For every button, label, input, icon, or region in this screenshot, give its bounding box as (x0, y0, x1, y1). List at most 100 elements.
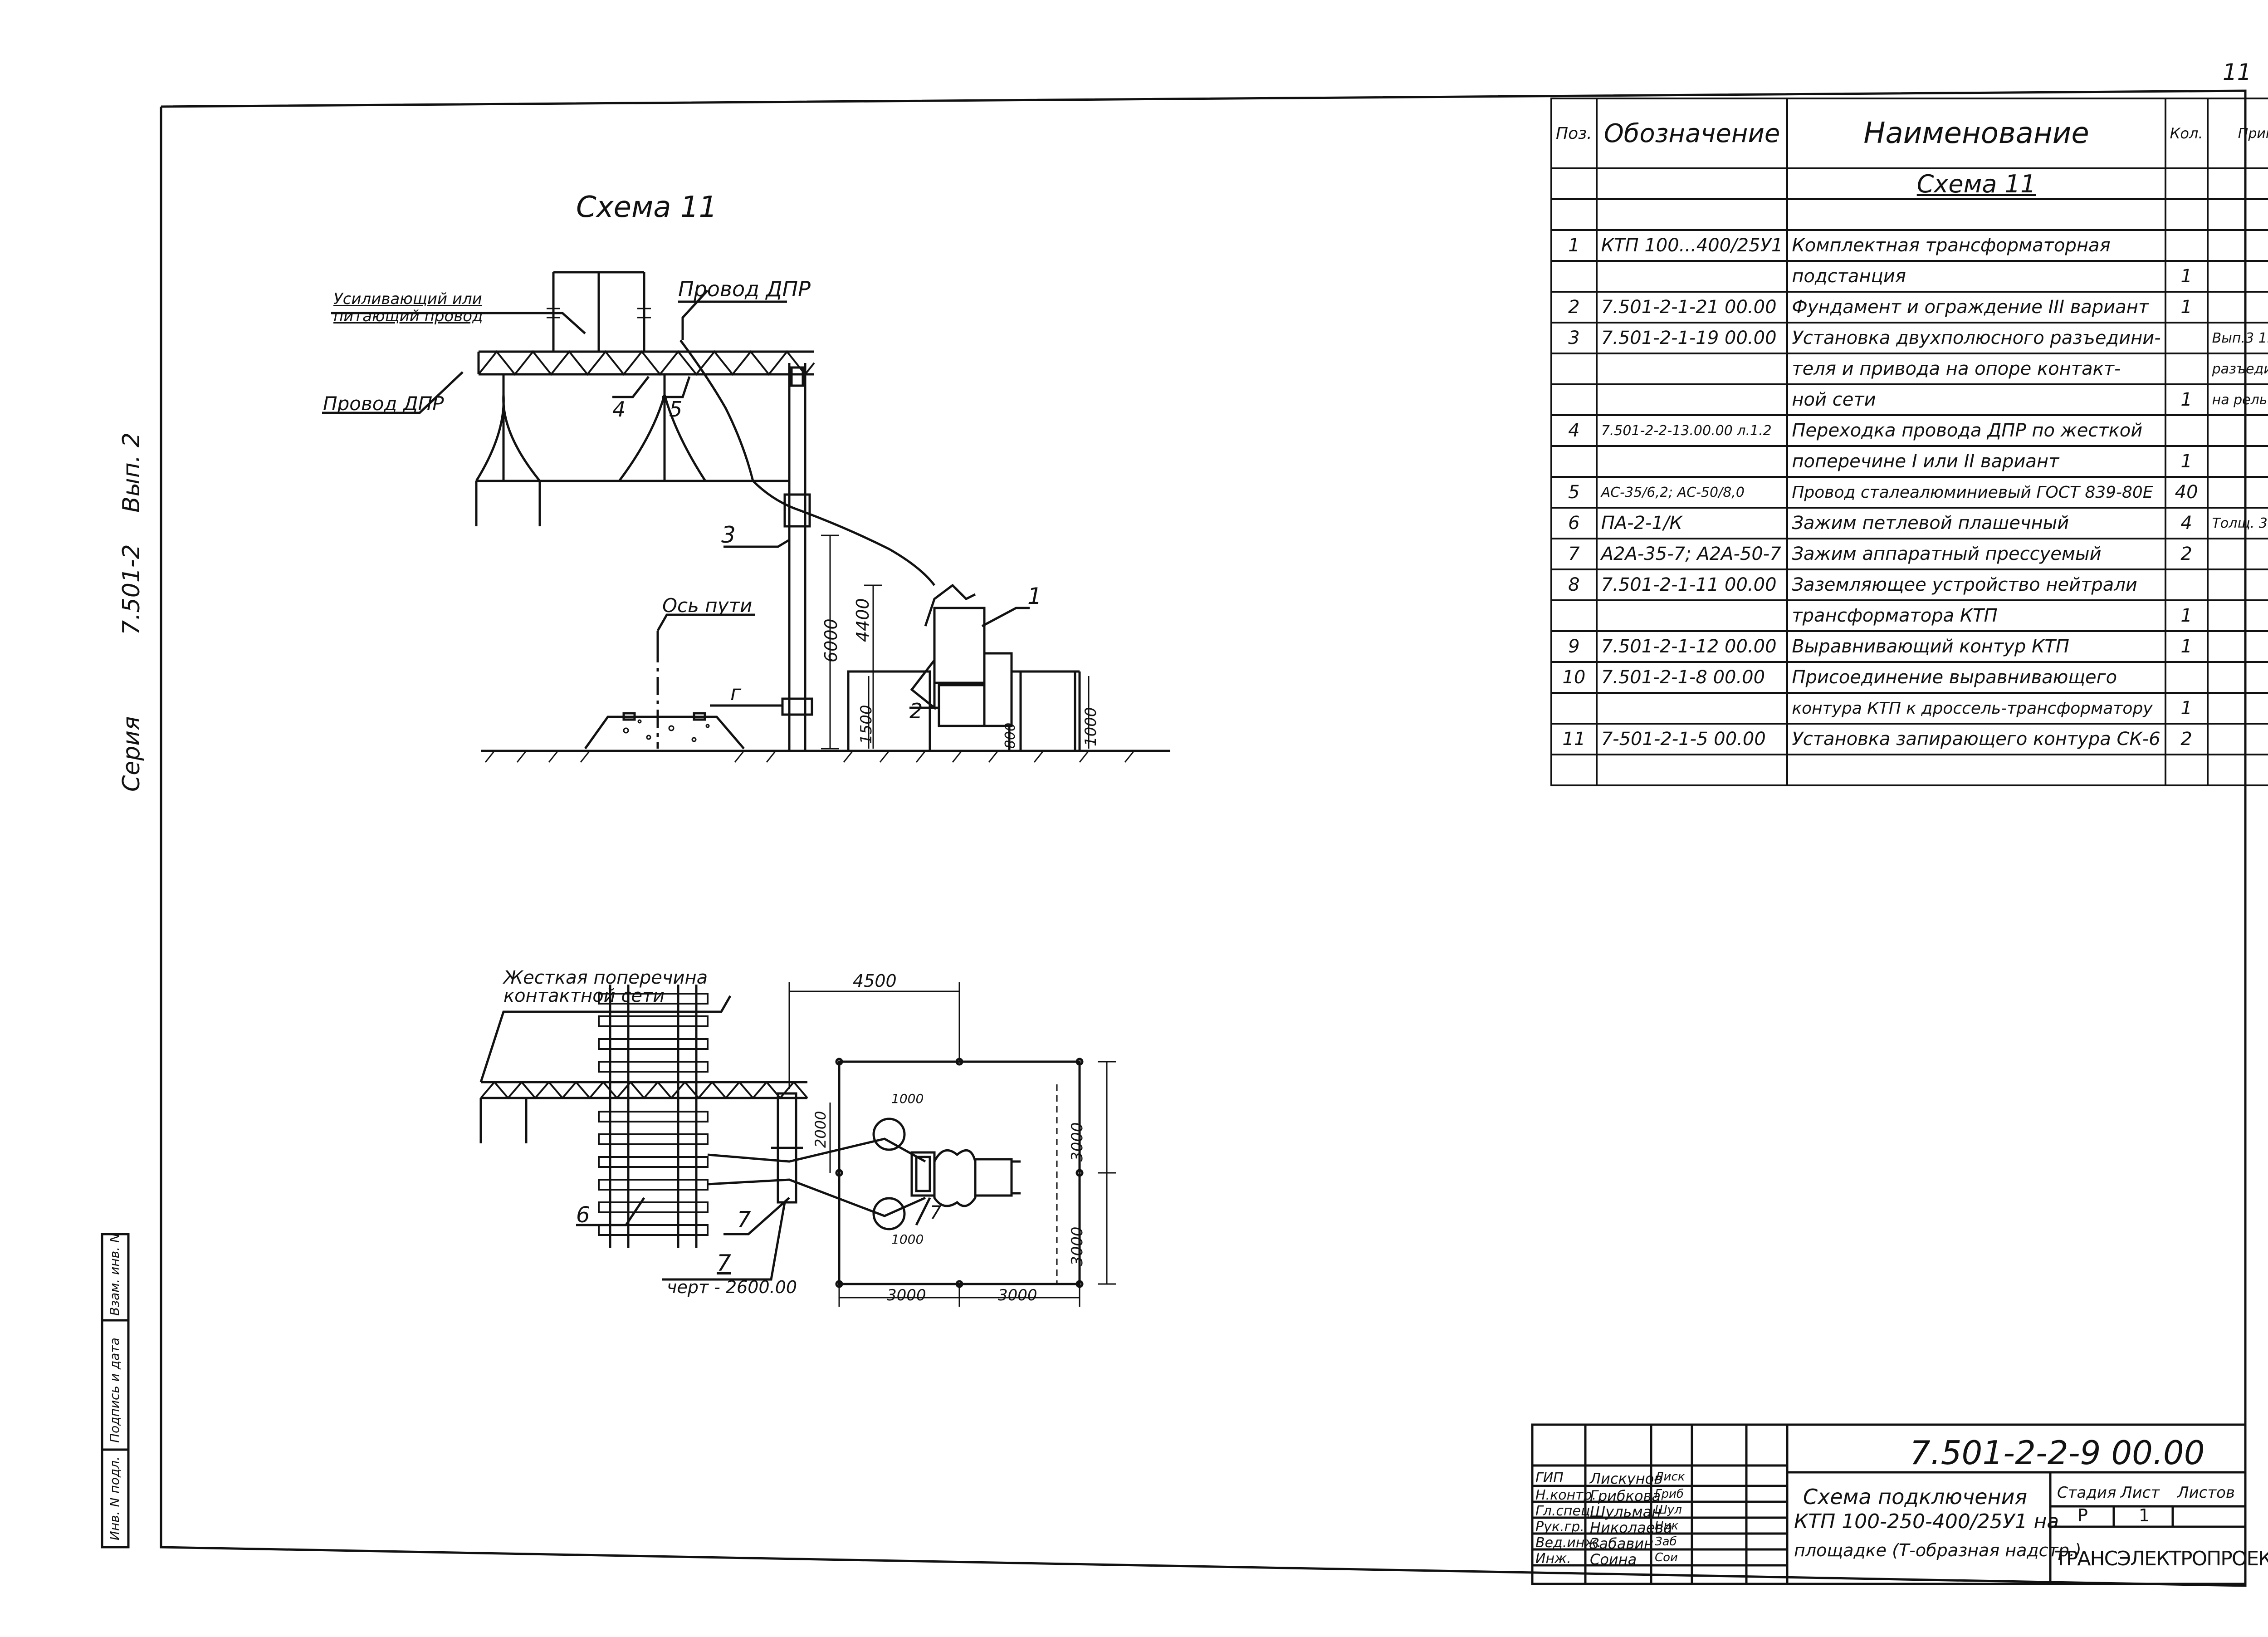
spec-cell-des: 7.501-2-1-11 00.00 (1595, 569, 1789, 601)
spec-cell-name: Переходка провода ДПР по жесткой (1786, 414, 2166, 447)
rigid-crossbar-truss (477, 350, 815, 376)
spec-cell-pos: 2 (1550, 291, 1598, 323)
staff-sign: Сои (1655, 1551, 1678, 1564)
staff-role: Рук.гр. (1535, 1519, 1584, 1535)
dim-4400: 4400 (853, 598, 873, 642)
callout-5: 5 (669, 397, 683, 422)
title-line-2: КТП 100-250-400/25У1 на (1794, 1510, 2059, 1533)
spec-cell-des: А2А-35-7; А2А-50-7 (1595, 538, 1789, 570)
doc-number: 7.501-2-2-9 00.00 (1910, 1434, 2205, 1472)
spec-cell-des (1595, 692, 1789, 725)
support-mast (781, 363, 813, 751)
spec-row (1550, 754, 2268, 786)
dim-3000-right-bottom: 3000 (1068, 1226, 1086, 1266)
callout-6: 6 (576, 1202, 590, 1228)
spec-cell-note (2206, 414, 2268, 447)
spec-header-qty: Кол. (2164, 98, 2209, 169)
spec-cell-pos: 10 (1550, 661, 1598, 694)
spec-cell-note (2206, 198, 2268, 231)
dim-3000-right-top: 3000 (1068, 1122, 1086, 1162)
issue-label: Вып. 2 (118, 432, 145, 513)
ktp-site-outline (838, 1060, 1081, 1285)
label-feed-wire: Усиливающий или питающий провод (333, 290, 483, 325)
callout-3: 3 (721, 522, 736, 548)
staff-name: Забавин (1590, 1535, 1654, 1552)
spec-cell-des: 7.501-2-1-8 00.00 (1595, 661, 1789, 694)
spec-cell-pos: 8 (1550, 569, 1598, 601)
stamp-sign-date: Подпись и дата (107, 1338, 122, 1443)
spec-cell-pos: 5 (1550, 476, 1598, 509)
plan-view-drawing (479, 982, 1116, 1307)
stage-value: Р (2077, 1505, 2088, 1525)
spec-cell-note (2206, 445, 2268, 478)
spec-cell-name: Зажим петлевой плашечный (1786, 507, 2166, 539)
callout-7b: 7 (930, 1202, 942, 1223)
spec-cell-pos (1550, 260, 1598, 293)
dim-1500: 1500 (857, 705, 875, 744)
spec-cell-note: Вып.3 19.2.00 (2206, 322, 2268, 354)
sheet-label: Лист (2121, 1484, 2160, 1502)
spec-cell-name: поперечине I или II вариант (1786, 445, 2166, 478)
spec-cell-qty: 1 (2164, 260, 2209, 293)
spec-cell-pos: 3 (1550, 322, 1598, 354)
spec-cell-name: ной сети (1786, 383, 2166, 416)
staff-role: ГИП (1535, 1470, 1564, 1486)
specification-table: Поз. Обозначение Наименование Кол. Приме… (1550, 98, 2268, 786)
ktp-foundation (847, 670, 931, 752)
spec-cell-name: Провод сталеалюминиевый ГОСТ 839-80Е (1786, 476, 2166, 509)
spec-row: теля и привода на опоре контакт-разъедин… (1550, 353, 2268, 385)
staff-sign: Ник (1655, 1519, 1679, 1533)
spec-cell-qty (2164, 229, 2209, 262)
spec-cell-qty: 1 (2164, 291, 2209, 323)
dim-4500: 4500 (853, 971, 897, 991)
callout-g: г (730, 681, 742, 705)
ktp-plan-symbol (910, 1149, 1021, 1207)
ground-well-bottom (872, 1197, 906, 1230)
staff-name: Николаева (1590, 1519, 1672, 1536)
dim-3000-bottom-right: 3000 (998, 1286, 1037, 1304)
dim-3000-bottom-left: 3000 (887, 1286, 926, 1304)
spec-cell-note (2206, 476, 2268, 509)
spec-cell-des (1595, 198, 1789, 231)
spec-cell-pos (1550, 198, 1598, 231)
spec-cell-qty: 4 (2164, 507, 2209, 539)
spec-cell-name: Заземляющее устройство нейтрали (1786, 569, 2166, 601)
left-stamp-box (101, 1233, 130, 1549)
dim-6000: 6000 (821, 618, 841, 662)
spec-cell-des (1595, 383, 1789, 416)
sheet-frame-outline (160, 89, 2247, 1587)
spec-cell-qty (2164, 353, 2209, 385)
spec-header-name: Наименование (1786, 98, 2166, 169)
spec-cell-name: Установка двухполюсного разъедини- (1786, 322, 2166, 354)
spec-cell-des: 7.501-2-1-21 00.00 (1595, 291, 1789, 323)
spec-cell-pos: 7 (1550, 538, 1598, 570)
title-line-3: площадке (Т-образная надстр.) (1794, 1540, 2082, 1560)
staff-name: Лискунов (1590, 1470, 1663, 1487)
spec-cell-qty (2164, 414, 2209, 447)
page-number: 11 (2223, 59, 2252, 85)
spec-cell-pos (1550, 383, 1598, 416)
spec-cell-name: Комплектная трансформаторная (1786, 229, 2166, 262)
label-track-axis: Ось пути (662, 594, 753, 617)
spec-cell-qty (2164, 198, 2209, 231)
spec-cell-name: контура КТП к дроссель-трансформатору (1786, 692, 2166, 725)
spec-cell-name (1786, 198, 2166, 231)
stamp-replace-inv: Взам. инв. N (107, 1233, 122, 1316)
staff-role: Гл.спец. (1535, 1503, 1594, 1519)
staff-sign: Гриб (1655, 1487, 1684, 1501)
staff-sign: Шул (1655, 1503, 1682, 1517)
spec-cell-pos (1550, 754, 1598, 786)
staff-role: Инж. (1535, 1551, 1571, 1567)
title-line-1: Схема подключения (1803, 1485, 2028, 1509)
track-plan (598, 985, 709, 1248)
spec-cell-note (2206, 569, 2268, 601)
